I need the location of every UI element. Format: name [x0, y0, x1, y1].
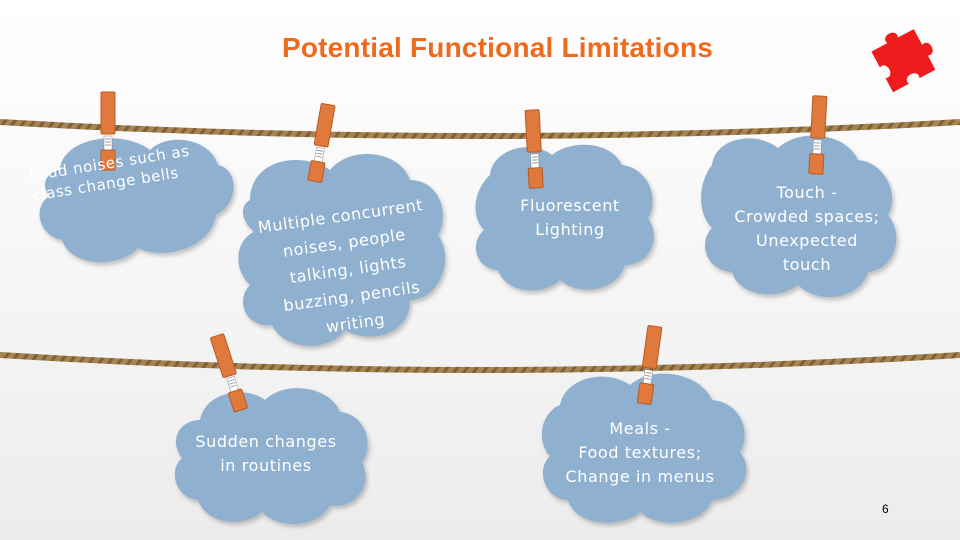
cloud-multiple-noises — [238, 153, 446, 346]
cloud-text-meals: Meals - Food textures; Change in menus — [565, 419, 715, 486]
clothespin-icon — [307, 103, 336, 183]
slide-title: Potential Functional Limitations — [281, 32, 714, 63]
page-number: 6 — [882, 502, 889, 516]
cloud-loud-noises — [39, 138, 234, 263]
clothespin-icon — [808, 95, 828, 175]
cloud-text-sudden-changes: Sudden changes in routines — [195, 432, 337, 475]
cloud-meals — [541, 373, 747, 523]
clothespin-icon — [210, 333, 248, 413]
clothesline-bottom — [0, 352, 960, 373]
puzzle-piece-icon — [871, 29, 936, 93]
cloud-text-touch: Touch - Crowded spaces; Unexpected touch — [734, 183, 880, 274]
cloud-text-multiple-noises: Multiple concurrent noises, people talki… — [256, 195, 425, 337]
clothespin-icon — [636, 325, 663, 405]
cloud-text-fluorescent: Fluorescent Lighting — [520, 196, 620, 239]
cloud-fluorescent — [475, 144, 654, 291]
clothespin-icon — [524, 109, 544, 189]
cloud-touch — [701, 135, 897, 298]
cloud-sudden-changes — [174, 388, 368, 525]
clothespin-icon — [100, 91, 116, 171]
